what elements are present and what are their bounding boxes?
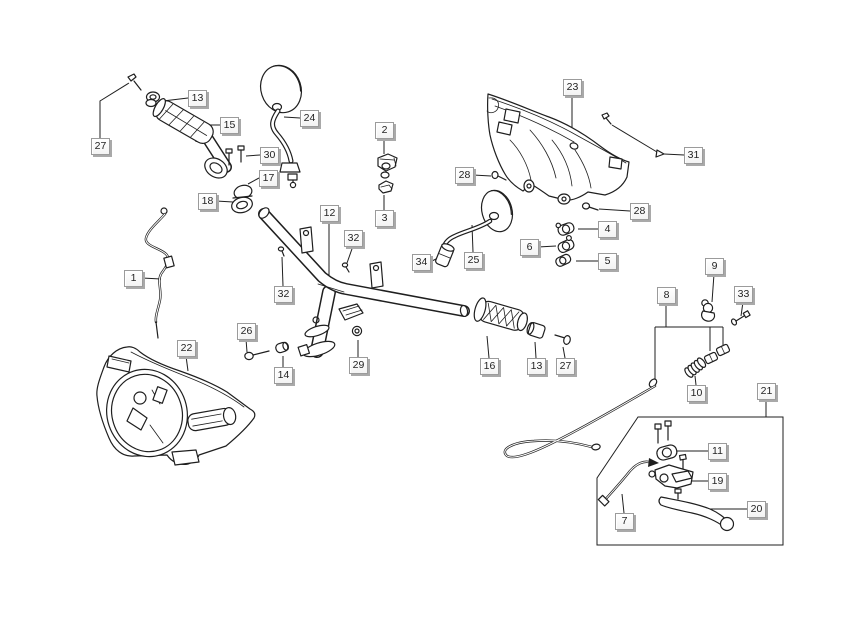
part-screw-27-left <box>127 73 142 91</box>
part-clamp-6 <box>557 235 575 254</box>
part-handlebar-12 <box>258 207 470 358</box>
part-screws-32 <box>277 246 350 273</box>
callout-11[interactable]: 11 <box>708 443 727 460</box>
part-screw-27-right <box>554 334 571 345</box>
callout-5[interactable]: 5 <box>598 253 617 270</box>
part-ignition-lock <box>297 303 364 358</box>
part-switch-2 <box>377 153 398 179</box>
callout-30[interactable]: 30 <box>260 147 279 164</box>
part-screw-33 <box>730 310 751 326</box>
callout-21[interactable]: 21 <box>757 383 776 400</box>
part-kit-box-21 <box>596 416 784 546</box>
callout-6[interactable]: 6 <box>520 239 539 256</box>
callout-15[interactable]: 15 <box>220 117 239 134</box>
part-rear-cover-22 <box>96 346 256 466</box>
callout-3[interactable]: 3 <box>375 210 394 227</box>
callout-1[interactable]: 1 <box>124 270 143 287</box>
part-brake-cable <box>503 378 658 459</box>
callout-31[interactable]: 31 <box>684 147 703 164</box>
callout-19[interactable]: 19 <box>708 473 727 490</box>
part-spring-10 <box>684 357 707 378</box>
callout-26[interactable]: 26 <box>237 323 256 340</box>
part-clip-3 <box>378 180 394 194</box>
part-clamp-17-18 <box>231 184 253 214</box>
callout-28[interactable]: 28 <box>455 167 474 184</box>
callout-13b[interactable]: 13 <box>527 358 546 375</box>
part-ring-nut-13-left <box>145 91 161 108</box>
callout-33[interactable]: 33 <box>734 286 753 303</box>
part-grip-16 <box>473 297 528 332</box>
part-throttle-tube-15 <box>152 98 232 179</box>
callout-4[interactable]: 4 <box>598 221 617 238</box>
part-clamp-5 <box>555 253 572 267</box>
callout-24[interactable]: 24 <box>300 110 319 127</box>
callout-14[interactable]: 14 <box>274 367 293 384</box>
callout-23[interactable]: 23 <box>563 79 582 96</box>
callout-13[interactable]: 13 <box>188 90 207 107</box>
part-hose-7 <box>597 458 659 507</box>
callout-16[interactable]: 16 <box>480 358 499 375</box>
part-screw-31 <box>601 112 665 158</box>
callout-34[interactable]: 34 <box>412 254 431 271</box>
part-brake-lever-20 <box>658 496 735 532</box>
part-clamp-4 <box>555 222 575 236</box>
callout-29[interactable]: 29 <box>349 357 368 374</box>
part-cap-14 <box>275 341 290 354</box>
callout-8[interactable]: 8 <box>657 287 676 304</box>
part-front-cover-23 <box>486 93 630 205</box>
callout-18[interactable]: 18 <box>198 193 217 210</box>
callout-22[interactable]: 22 <box>177 340 196 357</box>
callout-9[interactable]: 9 <box>705 258 724 275</box>
part-cable-1 <box>144 207 175 339</box>
part-washer-29 <box>351 325 363 337</box>
callout-17[interactable]: 17 <box>259 170 278 187</box>
part-barrel-nuts-8 <box>703 343 731 365</box>
callout-25[interactable]: 25 <box>464 252 483 269</box>
part-master-cylinder-19 <box>648 464 694 500</box>
part-mirror-adapter-34 <box>435 243 455 268</box>
leader-lines <box>99 82 767 514</box>
callout-7[interactable]: 7 <box>615 513 634 530</box>
part-cap-13-right <box>526 321 546 339</box>
part-screws-28 <box>491 170 599 211</box>
callout-32b[interactable]: 32 <box>274 286 293 303</box>
callout-27[interactable]: 27 <box>91 138 110 155</box>
part-screws-30 <box>225 145 245 166</box>
callout-20[interactable]: 20 <box>747 501 766 518</box>
part-bolt-26 <box>244 350 270 361</box>
callout-12[interactable]: 12 <box>320 205 339 222</box>
part-mirror-25 <box>441 189 514 250</box>
callout-10[interactable]: 10 <box>687 385 706 402</box>
part-clamp-bolts-11 <box>654 420 687 471</box>
part-cable-end-9 <box>701 299 716 322</box>
callout-27b[interactable]: 27 <box>556 358 575 375</box>
callout-28b[interactable]: 28 <box>630 203 649 220</box>
callout-2[interactable]: 2 <box>375 122 394 139</box>
callout-32[interactable]: 32 <box>344 230 363 247</box>
part-mirror-24 <box>259 64 303 189</box>
